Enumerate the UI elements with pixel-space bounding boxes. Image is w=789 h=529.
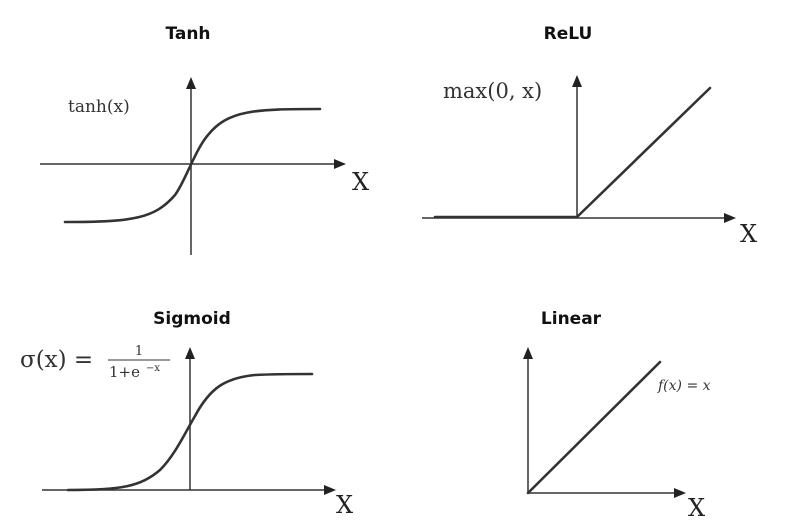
linear-y-arrowhead bbox=[523, 347, 533, 359]
tanh-panel: Tanh tanh(x) X bbox=[40, 24, 369, 255]
relu-x-label: X bbox=[740, 220, 757, 248]
linear-x-label: X bbox=[688, 494, 705, 522]
relu-formula: max(0, x) bbox=[443, 79, 542, 103]
linear-panel: Linear f(x) = x X bbox=[523, 309, 711, 522]
sigmoid-y-arrowhead bbox=[185, 347, 195, 359]
tanh-x-arrowhead bbox=[334, 159, 346, 169]
sigmoid-formula-denominator: 1+e bbox=[109, 363, 140, 381]
relu-title: ReLU bbox=[544, 24, 593, 44]
linear-title: Linear bbox=[541, 309, 602, 329]
relu-panel: ReLU max(0, x) X bbox=[422, 24, 757, 248]
tanh-x-label: X bbox=[352, 168, 369, 196]
relu-y-arrowhead bbox=[572, 75, 582, 87]
sigmoid-formula-lhs: σ(x) = bbox=[20, 347, 93, 373]
sigmoid-formula-exponent: −x bbox=[146, 363, 160, 374]
relu-x-arrowhead bbox=[724, 213, 736, 223]
tanh-formula: tanh(x) bbox=[68, 97, 130, 117]
relu-curve bbox=[433, 86, 712, 219]
tanh-y-arrowhead bbox=[186, 77, 196, 89]
sigmoid-formula: σ(x) = 1 1+e −x bbox=[20, 344, 170, 381]
sigmoid-curve bbox=[66, 372, 314, 492]
sigmoid-x-label: X bbox=[336, 491, 353, 519]
tanh-title: Tanh bbox=[165, 24, 210, 44]
tanh-curve bbox=[63, 107, 322, 224]
sigmoid-formula-numerator: 1 bbox=[135, 344, 143, 359]
sigmoid-x-arrowhead bbox=[324, 485, 336, 495]
sigmoid-panel: Sigmoid σ(x) = 1 1+e −x X bbox=[20, 309, 353, 519]
linear-x-arrowhead bbox=[674, 488, 686, 498]
linear-curve bbox=[526, 360, 662, 495]
linear-formula: f(x) = x bbox=[657, 378, 711, 394]
sigmoid-title: Sigmoid bbox=[153, 309, 231, 329]
